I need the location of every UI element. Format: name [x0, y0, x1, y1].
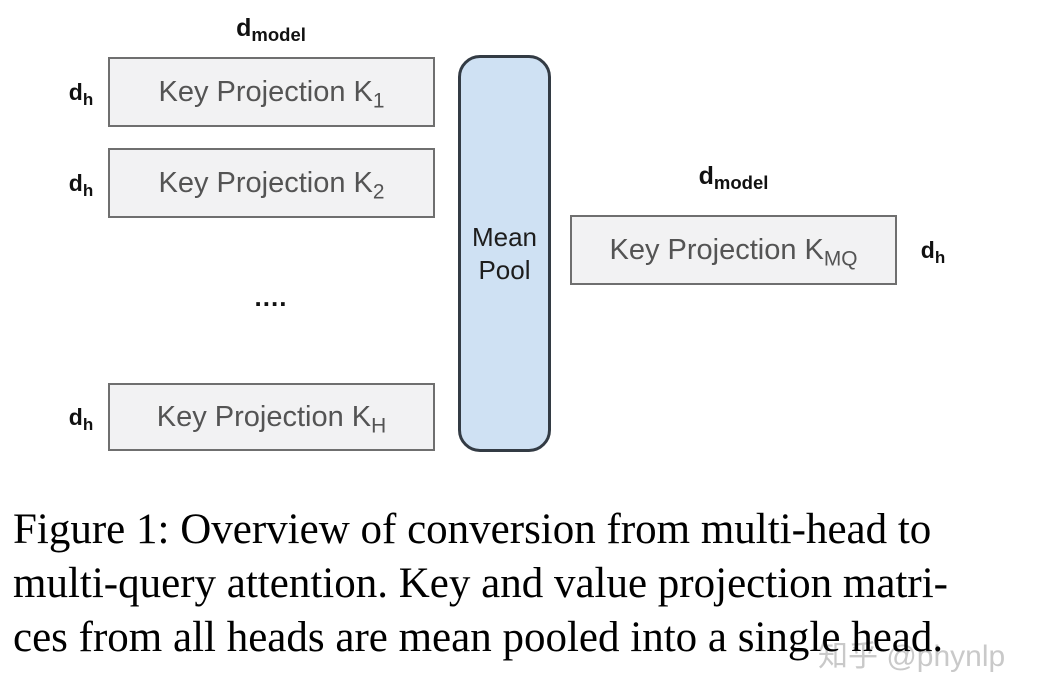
key-projection-box-h: Key Projection KH: [108, 383, 435, 451]
key-projection-box-1: Key Projection K1: [108, 57, 435, 127]
dmodel-label-left: dmodel: [108, 14, 434, 46]
caption-line-2: multi-query attention. Key and value pro…: [13, 560, 948, 607]
watermark: 知乎 @phynlp: [818, 640, 1006, 673]
mean-pool-line2: Pool: [478, 254, 531, 285]
dh-label-1: dh: [68, 78, 94, 109]
mean-pool-line1: Mean: [471, 221, 538, 252]
key-projection-box-2: Key Projection K2: [108, 148, 435, 218]
caption-line-3: ces from all heads are mean pooled into …: [13, 614, 944, 661]
caption-line-1: Figure 1: Overview of conversion from mu…: [13, 506, 932, 553]
dh-label-h: dh: [68, 403, 94, 434]
dmodel-label-right: dmodel: [698, 162, 769, 194]
figure-caption: Figure 1: Overview of conversion from mu…: [13, 503, 1053, 665]
ellipsis-dots: ....: [254, 282, 288, 312]
dh-label-mq: dh: [920, 236, 946, 267]
dmodel-sub: model: [251, 24, 306, 46]
key-projection-box-mq: Key Projection KMQ: [570, 215, 897, 285]
dmodel-base: d: [236, 14, 252, 42]
dh-label-2: dh: [68, 169, 94, 200]
mean-pool-box: Mean Pool: [458, 55, 551, 452]
